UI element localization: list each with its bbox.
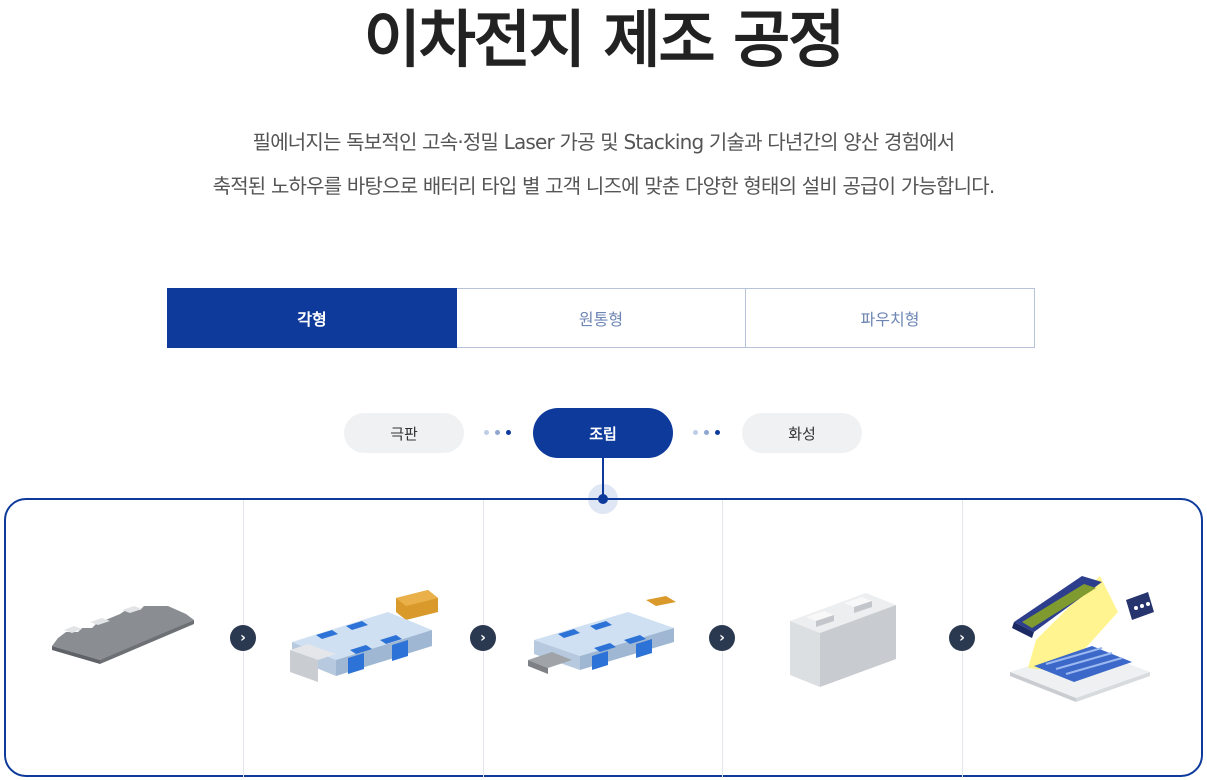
step-dots-left bbox=[484, 430, 514, 436]
step-dots-right bbox=[693, 430, 723, 436]
tab-pouch[interactable]: 파우치형 bbox=[746, 288, 1035, 348]
laser-welding-icon bbox=[1010, 576, 1154, 702]
battery-type-tabs: 각형 원통형 파우치형 bbox=[167, 288, 1035, 348]
next-arrow-icon: › bbox=[709, 625, 735, 651]
next-arrow-icon: › bbox=[470, 625, 496, 651]
cell-assembly-icon bbox=[528, 596, 676, 674]
jelly-roll-stack-icon bbox=[290, 590, 438, 682]
tab-cylindrical[interactable]: 원통형 bbox=[457, 288, 746, 348]
battery-case-icon bbox=[790, 593, 896, 687]
page-title: 이차전지 제조 공정 bbox=[363, 3, 846, 76]
next-arrow-icon: › bbox=[230, 625, 256, 651]
process-flow-panel bbox=[4, 498, 1203, 777]
next-arrow-icon: › bbox=[949, 625, 975, 651]
connector-line bbox=[602, 458, 604, 498]
tab-prismatic[interactable]: 각형 bbox=[167, 288, 457, 348]
description-line-1: 필에너지는 독보적인 고속·정밀 Laser 가공 및 Stacking 기술과… bbox=[252, 130, 956, 154]
description-line-2: 축적된 노하우를 바탕으로 배터리 타입 별 고객 니즈에 맞춘 다양한 형태의… bbox=[212, 174, 996, 198]
process-step-assembly[interactable]: 조립 bbox=[533, 408, 673, 458]
electrode-sheet-icon bbox=[52, 606, 194, 664]
process-step-formation[interactable]: 화성 bbox=[742, 413, 862, 453]
process-step-electrode[interactable]: 극판 bbox=[344, 413, 464, 453]
